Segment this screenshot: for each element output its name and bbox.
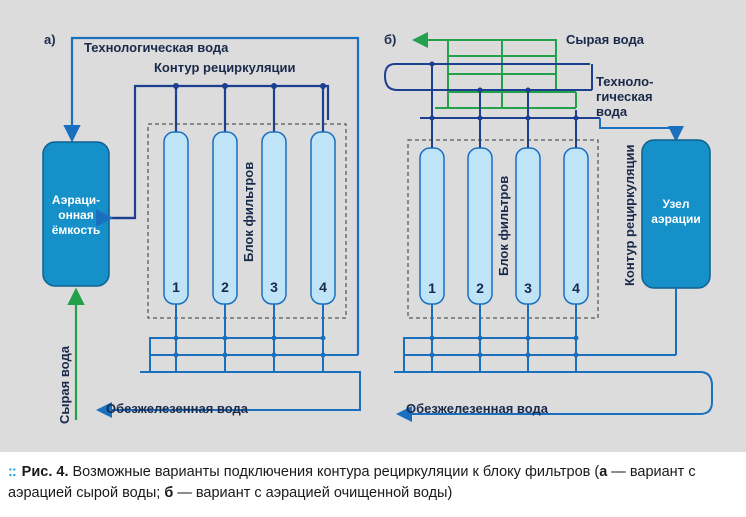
filter-number: 4 — [572, 280, 580, 296]
recirculation-label: Контур рециркуляции — [154, 60, 296, 75]
filter-number: 3 — [524, 280, 532, 296]
process-water-pipe — [63, 36, 360, 355]
caption-a-text: — вариант с аэрацией сырой воды; — [8, 464, 696, 501]
panel-a-label: а) — [44, 32, 56, 47]
panel-a: а) Технологическая вода Контур рециркуля… — [42, 32, 361, 424]
raw-water-label: Сырая вода — [566, 32, 645, 47]
filter-number: 1 — [428, 280, 436, 296]
filter-4: 4 — [563, 147, 589, 305]
figure-caption: ::Рис. 4. Возможные варианты подключения… — [8, 462, 738, 504]
filter-2: 2 — [467, 147, 493, 305]
process-water-line3: вода — [596, 104, 628, 119]
filter-1: 1 — [419, 147, 445, 305]
raw-water-label: Сырая вода — [57, 345, 72, 424]
caption-b-letter: б — [164, 485, 174, 501]
process-water-line2: гическая — [596, 89, 653, 104]
filter-3: 3 — [515, 147, 541, 305]
filter-1: 1 — [163, 131, 189, 305]
filter-number: 2 — [221, 279, 229, 295]
panel-b: б) Сырая вода — [383, 32, 713, 422]
raw-water-grid — [435, 39, 577, 109]
filter-block-frame — [407, 139, 599, 319]
caption-figure-label: Рис. 4. — [21, 464, 69, 480]
bottom-manifold-b — [394, 288, 713, 415]
filter-block-label: Блок фильтров — [496, 176, 511, 276]
caption-dots-icon: :: — [8, 464, 17, 480]
node-label-line1: Узел — [663, 197, 690, 211]
filter-4: 4 — [310, 131, 336, 305]
panel-b-label: б) — [384, 32, 396, 47]
filter-number: 4 — [319, 279, 327, 295]
process-water-label: Технологическая вода — [84, 40, 229, 55]
deironed-water-label: Обезжелезенная вода — [106, 401, 249, 416]
process-water-line1: Техноло- — [596, 74, 653, 89]
deironed-water-label: Обезжелезенная вода — [406, 401, 549, 416]
caption-a-letter: а — [599, 464, 608, 480]
tank-label-line2: онная — [58, 208, 94, 222]
filter-number: 2 — [476, 280, 484, 296]
filter-number: 3 — [270, 279, 278, 295]
caption-b-text: — вариант с аэрацией очищенной воды) — [173, 485, 453, 501]
diagram-panel — [0, 0, 746, 452]
tank-label-line1: Аэраци- — [52, 193, 100, 207]
recirculation-label: Контур рециркуляции — [622, 144, 637, 286]
filter-3: 3 — [261, 131, 287, 305]
filter-2: 2 — [212, 131, 238, 305]
caption-text: Возможные варианты подключения контура р… — [72, 464, 600, 480]
node-label-line2: аэрации — [651, 212, 700, 226]
filter-diagram: а) Технологическая вода Контур рециркуля… — [42, 32, 713, 424]
filter-block-frame — [147, 123, 347, 319]
filter-block-label: Блок фильтров — [241, 162, 256, 262]
tank-label-line3: ёмкость — [52, 223, 101, 237]
filter-number: 1 — [172, 279, 180, 295]
